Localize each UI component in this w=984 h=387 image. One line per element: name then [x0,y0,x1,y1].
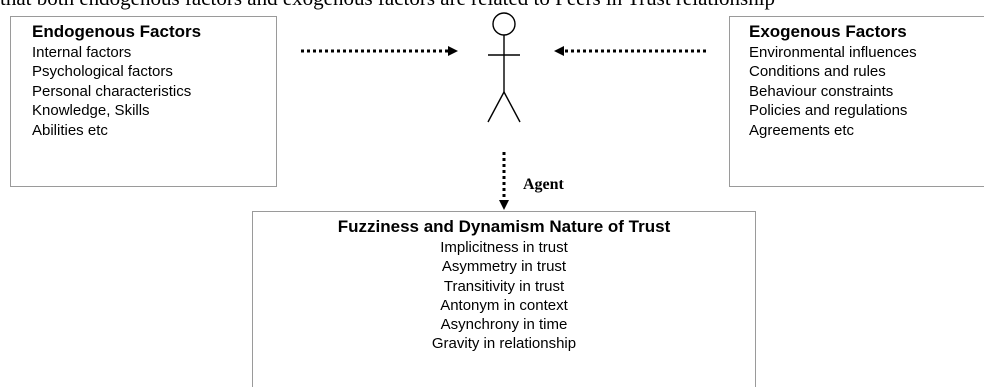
exogenous-item: Environmental influences [749,44,917,61]
trust-item: Transitivity in trust [443,277,565,295]
header-text: that both endogenous factors and exogeno… [0,0,984,10]
agent-label: Agent [523,176,564,193]
exogenous-item: Policies and regulations [749,102,908,120]
exogenous-title: Exogenous Factors [749,22,907,41]
trust-item: Antonym in context [440,296,568,314]
endogenous-item: Psychological factors [32,63,173,81]
trust-nature-box: Fuzziness and Dynamism Nature of Trust I… [252,211,756,387]
endogenous-item: Abilities etc [32,121,108,139]
endogenous-item: Internal factors [32,44,132,61]
endogenous-factors-box: Endogenous Factors Internal factors Psyc… [10,16,277,187]
agent-figure-icon [487,12,521,123]
trust-item: Asynchrony in time [440,316,568,334]
exogenous-factors-box: Exogenous Factors Environmental influenc… [729,16,984,187]
exogenous-item: Conditions and rules [749,63,886,81]
trust-item: Implicitness in trust [440,239,568,256]
endogenous-item: Knowledge, Skills [32,102,150,120]
right-dotted-arrow [554,46,706,56]
exogenous-item: Agreements etc [749,121,855,139]
endogenous-item: Personal characteristics [32,82,192,100]
left-dotted-arrow [301,46,458,56]
trust-item: Gravity in relationship [431,335,577,353]
exogenous-item: Behaviour constraints [749,82,894,100]
down-dotted-arrow [499,152,509,210]
trust-title: Fuzziness and Dynamism Nature of Trust [337,217,671,236]
trust-item: Asymmetry in trust [441,258,567,276]
endogenous-title: Endogenous Factors [32,22,202,41]
